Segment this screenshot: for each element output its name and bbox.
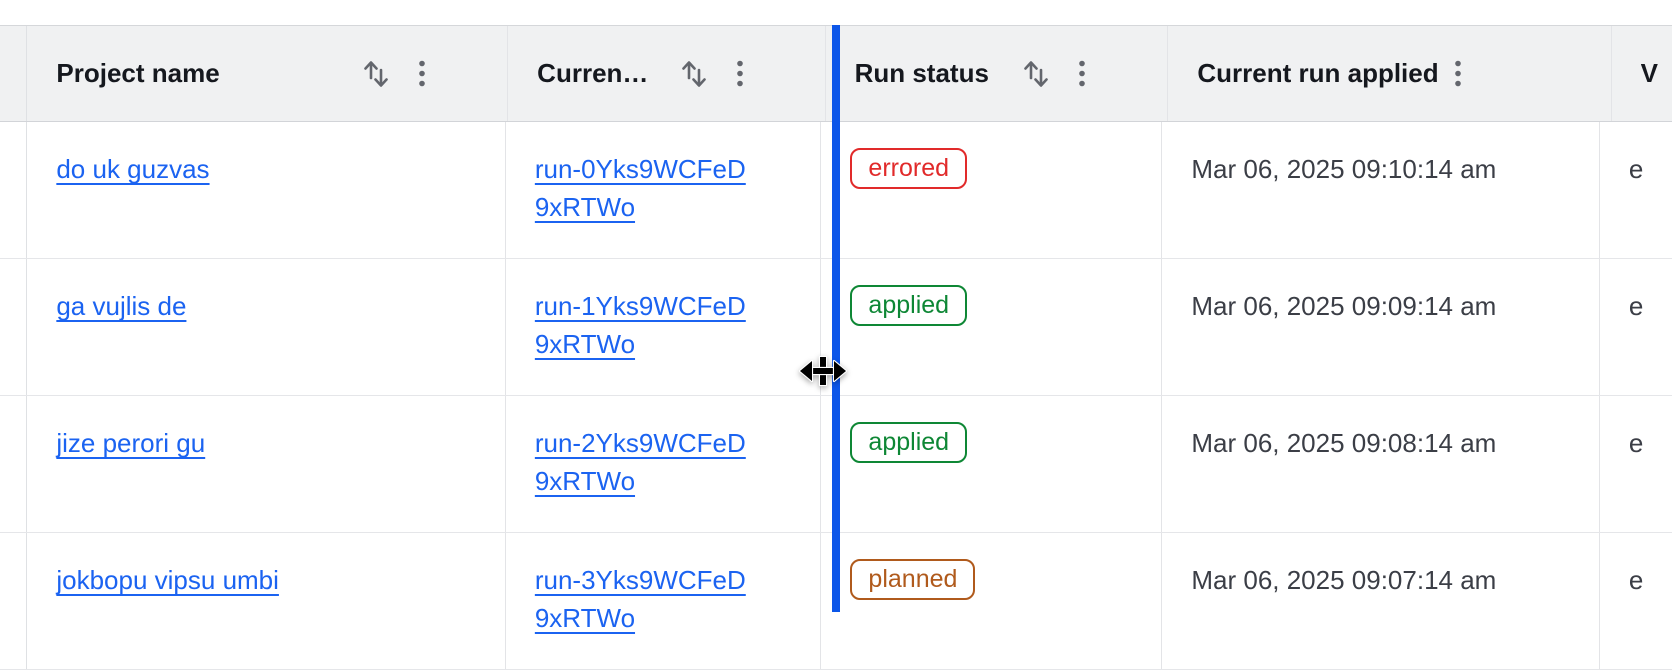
column-header-label: Current run applied bbox=[1197, 58, 1439, 88]
top-whitespace bbox=[0, 0, 1672, 25]
current-run-applied-cell: Mar 06, 2025 09:07:14 am bbox=[1161, 533, 1599, 669]
clipped-cell: e bbox=[1598, 533, 1672, 669]
column-header-label: Curren… bbox=[537, 58, 649, 88]
column-header-current-run-applied: Current run applied bbox=[1167, 26, 1610, 121]
column-resize-indicator[interactable] bbox=[832, 25, 840, 612]
gutter-cell bbox=[0, 396, 28, 532]
clipped-cell-text: e bbox=[1628, 154, 1644, 184]
applied-timestamp: Mar 06, 2025 09:07:14 am bbox=[1191, 565, 1497, 595]
clipped-cell-text: e bbox=[1628, 291, 1644, 321]
gutter-cell bbox=[0, 122, 28, 258]
clipped-cell: e bbox=[1598, 396, 1672, 532]
clipped-cell-text: e bbox=[1628, 428, 1644, 458]
column-header-label: Project name bbox=[56, 58, 220, 88]
status-badge: errored bbox=[850, 148, 968, 189]
kebab-menu-icon[interactable] bbox=[417, 59, 427, 89]
gutter-cell bbox=[0, 533, 28, 669]
sort-arrows-icon[interactable] bbox=[679, 58, 709, 90]
status-badge: applied bbox=[850, 422, 968, 463]
column-header-project-name: Project name bbox=[27, 26, 507, 121]
status-badge: applied bbox=[850, 285, 968, 326]
project-name-cell: do uk guzvas bbox=[27, 122, 505, 258]
current-run-applied-cell: Mar 06, 2025 09:10:14 am bbox=[1161, 122, 1599, 258]
status-badge: planned bbox=[850, 559, 976, 600]
sort-arrows-icon[interactable] bbox=[1021, 58, 1051, 90]
column-header-label: V bbox=[1640, 58, 1658, 88]
project-link[interactable]: ga vujlis de bbox=[56, 291, 187, 321]
gutter-header-cell bbox=[0, 26, 28, 121]
kebab-menu-icon[interactable] bbox=[735, 59, 745, 89]
kebab-menu-icon[interactable] bbox=[1077, 59, 1087, 89]
applied-timestamp: Mar 06, 2025 09:09:14 am bbox=[1191, 291, 1497, 321]
project-link[interactable]: jokbopu vipsu umbi bbox=[56, 565, 279, 595]
kebab-menu-icon[interactable] bbox=[1453, 59, 1463, 89]
run-status-cell: applied bbox=[820, 396, 1161, 532]
current-run-applied-cell: Mar 06, 2025 09:09:14 am bbox=[1161, 259, 1599, 395]
clipped-cell: e bbox=[1598, 259, 1672, 395]
column-header-run-status: Run status bbox=[824, 26, 1168, 121]
sort-arrows-icon[interactable] bbox=[361, 58, 391, 90]
project-link[interactable]: do uk guzvas bbox=[56, 154, 210, 184]
clipped-cell-text: e bbox=[1628, 565, 1644, 595]
column-header-label: Run status bbox=[854, 58, 989, 88]
current-run-applied-cell: Mar 06, 2025 09:08:14 am bbox=[1161, 396, 1599, 532]
gutter-cell bbox=[0, 259, 28, 395]
column-header-clipped: V bbox=[1610, 26, 1672, 121]
run-status-cell: errored bbox=[820, 122, 1161, 258]
project-name-cell: ga vujlis de bbox=[27, 259, 505, 395]
clipped-cell: e bbox=[1598, 122, 1672, 258]
run-status-cell: planned bbox=[820, 533, 1161, 669]
project-name-cell: jokbopu vipsu umbi bbox=[27, 533, 505, 669]
project-name-cell: jize perori gu bbox=[27, 396, 505, 532]
run-status-cell: applied bbox=[820, 259, 1161, 395]
applied-timestamp: Mar 06, 2025 09:08:14 am bbox=[1191, 428, 1497, 458]
applied-timestamp: Mar 06, 2025 09:10:14 am bbox=[1191, 154, 1497, 184]
project-link[interactable]: jize perori gu bbox=[56, 428, 206, 458]
column-header-current-run: Curren… bbox=[507, 26, 824, 121]
